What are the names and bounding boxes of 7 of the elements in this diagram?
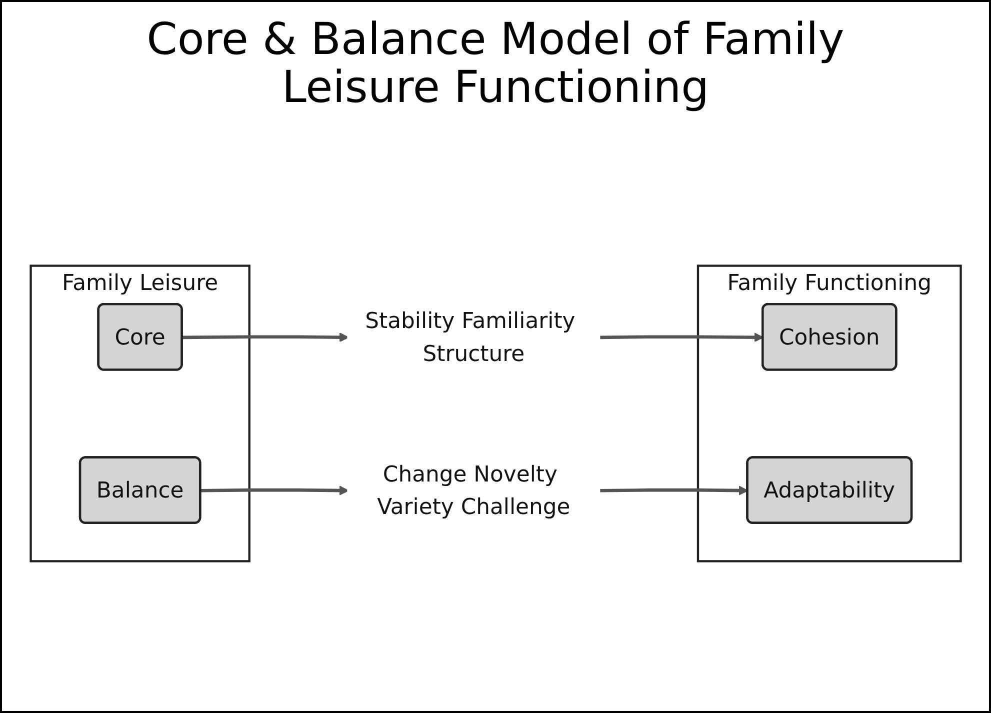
diagram-title: Core & Balance Model of Family Leisure Functioning (146, 16, 846, 113)
arrow (200, 486, 349, 496)
node-text: Change Novelty Variety Challenge (376, 460, 570, 520)
arrow (182, 332, 349, 343)
arrow (600, 486, 748, 496)
arrow (600, 332, 764, 343)
node-text: Stability Familiarity Structure (364, 308, 575, 367)
